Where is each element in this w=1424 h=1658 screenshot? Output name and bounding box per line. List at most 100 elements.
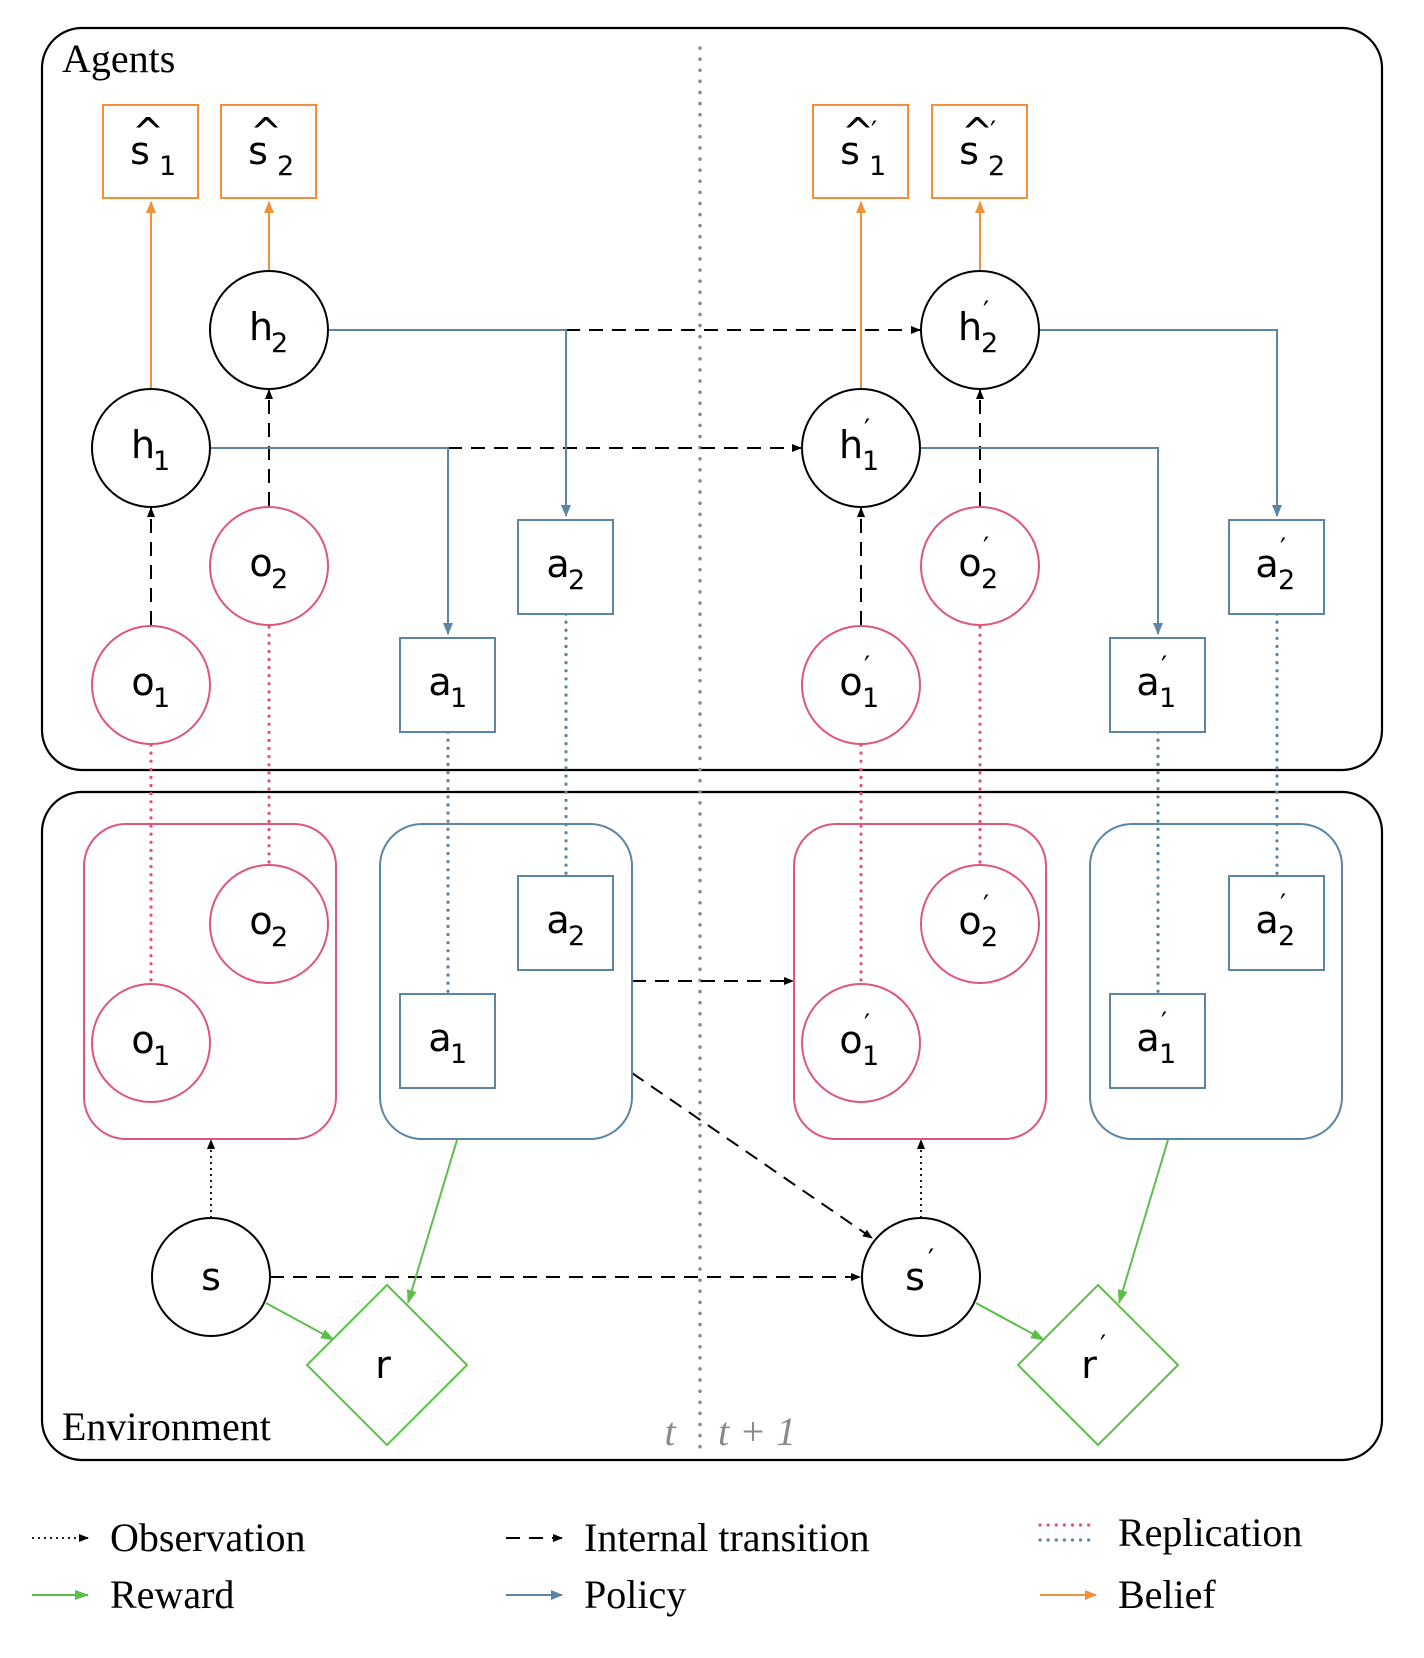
svg-text:Belief: Belief	[1118, 1572, 1216, 1617]
svg-text:1: 1	[862, 683, 879, 714]
hidden-node-h2-next: h 2 ′	[920, 270, 1040, 390]
hidden-node-h1-next: h 1 ′	[801, 388, 921, 508]
svg-text:1: 1	[862, 446, 879, 477]
svg-text:s: s	[201, 1255, 221, 1299]
svg-text:a: a	[546, 898, 569, 942]
policy-h1p-a1p	[920, 447, 1163, 635]
svg-text:2: 2	[277, 151, 294, 182]
belief-node-s1-next: ^ s 1 ′	[812, 104, 909, 199]
svg-text:a: a	[1255, 542, 1278, 586]
svg-text:′: ′	[1161, 1007, 1167, 1038]
svg-text:Internal transition: Internal transition	[584, 1515, 869, 1560]
belief-node-s1: ^ s 1	[102, 104, 199, 199]
svg-text:2: 2	[981, 328, 998, 359]
svg-text:h: h	[249, 305, 273, 349]
action-node-a1-next: a 1 ′	[1109, 637, 1206, 733]
state-node-s-next: s ′	[861, 1217, 981, 1337]
svg-text:h: h	[839, 423, 863, 467]
agents-panel	[40, 26, 1384, 772]
svg-text:1: 1	[153, 1041, 170, 1072]
hidden-node-h1: h 1	[91, 388, 211, 508]
reward-sp-rp	[975, 1302, 1045, 1341]
svg-text:′: ′	[1161, 651, 1167, 682]
svg-text:2: 2	[271, 328, 288, 359]
reward-node-r-next: r ′	[1016, 1283, 1180, 1447]
svg-text:s: s	[248, 129, 268, 173]
observation-node-o1: o 1	[91, 625, 211, 745]
svg-text:2: 2	[271, 922, 288, 953]
svg-text:1: 1	[450, 1039, 467, 1070]
env-observation-node-o1-next: o 1 ′	[801, 983, 921, 1103]
svg-text:1: 1	[869, 151, 886, 182]
svg-text:′: ′	[990, 116, 996, 147]
legend-internal-transition: Internal transition	[506, 1515, 869, 1560]
legend-reward: Reward	[32, 1572, 234, 1617]
svg-text:^: ^	[250, 110, 282, 154]
svg-text:′: ′	[871, 116, 877, 147]
time-label-t-next: t + 1	[718, 1409, 796, 1454]
env-obs-group	[83, 823, 337, 1140]
svg-text:2: 2	[981, 564, 998, 595]
svg-text:′: ′	[983, 532, 989, 563]
action-node-a2: a 2	[517, 519, 614, 615]
svg-text:o: o	[958, 899, 981, 943]
hidden-node-h2: h 2	[209, 270, 329, 390]
svg-text:o: o	[839, 1018, 862, 1062]
svg-text:a: a	[546, 542, 569, 586]
svg-text:′: ′	[864, 414, 870, 445]
env-action-node-a1-next: a 1 ′	[1109, 993, 1206, 1089]
svg-text:r: r	[1081, 1343, 1097, 1387]
svg-text:1: 1	[1159, 683, 1176, 714]
policy-h2p-a2p	[1039, 329, 1282, 517]
svg-text:o: o	[958, 541, 981, 585]
reward-node-r: r	[305, 1283, 469, 1447]
svg-text:^: ^	[842, 110, 874, 154]
legend-replication: Replication	[1038, 1510, 1302, 1555]
time-label-t: t	[664, 1409, 676, 1454]
svg-text:1: 1	[153, 683, 170, 714]
belief-node-s2-next: ^ s 2 ′	[931, 104, 1028, 199]
env-action-node-a1: a 1	[399, 993, 496, 1089]
svg-text:o: o	[131, 660, 154, 704]
env-obs-group-next	[793, 823, 1047, 1140]
svg-text:2: 2	[988, 151, 1005, 182]
policy-h2-a2	[328, 329, 571, 517]
svg-text:s: s	[130, 129, 150, 173]
svg-text:1: 1	[450, 683, 467, 714]
svg-text:′: ′	[864, 651, 870, 682]
svg-text:a: a	[428, 1016, 451, 1060]
svg-text:Policy: Policy	[584, 1572, 686, 1617]
svg-text:o: o	[249, 899, 272, 943]
environment-label: Environment	[62, 1404, 271, 1449]
env-observation-node-o2-next: o 2 ′	[920, 864, 1040, 984]
svg-text:h: h	[131, 423, 155, 467]
svg-text:′: ′	[983, 296, 989, 327]
agents-label: Agents	[62, 36, 175, 81]
svg-text:1: 1	[1159, 1039, 1176, 1070]
observation-node-o2: o 2	[209, 506, 329, 626]
svg-text:1: 1	[153, 446, 170, 477]
action-node-a2-next: a 2 ′	[1228, 519, 1325, 615]
env-action-node-a2-next: a 2 ′	[1228, 875, 1325, 971]
legend-policy: Policy	[506, 1572, 686, 1617]
svg-text:r: r	[375, 1343, 391, 1387]
env-observation-node-o2: o 2	[209, 864, 329, 984]
svg-text:a: a	[1255, 898, 1278, 942]
svg-text:1: 1	[862, 1041, 879, 1072]
legend-observation: Observation	[32, 1515, 306, 1560]
state-node-s: s	[151, 1217, 271, 1337]
legend-belief: Belief	[1040, 1572, 1216, 1617]
svg-text:Observation: Observation	[110, 1515, 306, 1560]
svg-text:o: o	[131, 1018, 154, 1062]
svg-text:2: 2	[568, 921, 585, 952]
reward-actionsp-rp	[1117, 1139, 1169, 1304]
svg-text:′: ′	[1280, 533, 1286, 564]
env-action-group	[379, 823, 633, 1140]
policy-h1-a1	[210, 447, 453, 635]
svg-text:s: s	[840, 129, 860, 173]
svg-text:a: a	[1136, 660, 1159, 704]
action-node-a1: a 1	[399, 637, 496, 733]
svg-text:′: ′	[1100, 1330, 1106, 1361]
svg-text:1: 1	[159, 151, 176, 182]
